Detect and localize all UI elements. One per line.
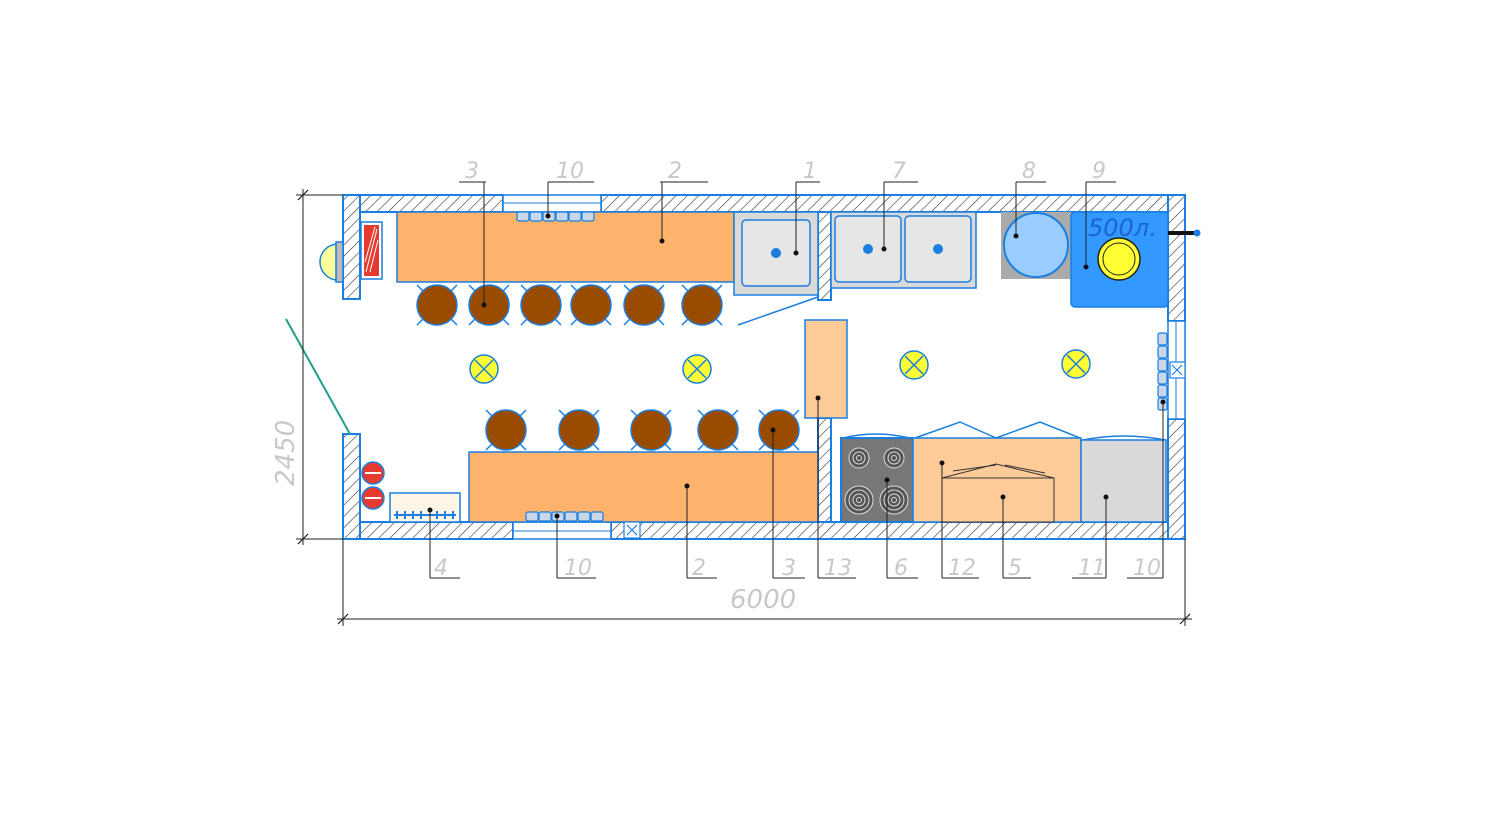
callout-label: 10 (556, 159, 584, 184)
callout-label: 9 (1092, 159, 1106, 184)
stools-bottom (485, 409, 800, 451)
stools-top (416, 284, 723, 326)
callout-label: 4 (434, 556, 448, 581)
callout-label: 7 (892, 159, 906, 184)
lamp-icons (469, 349, 1091, 384)
callout-label: 5 (1008, 556, 1022, 581)
height-label: 2450 (271, 420, 301, 486)
extinguisher-icon (361, 461, 385, 510)
leaders-bottom (429, 398, 1164, 579)
fan-icon (1169, 361, 1186, 379)
width-label: 6000 (730, 585, 796, 615)
radiator-icon (525, 511, 604, 522)
fan-icon (623, 521, 641, 539)
callout-label: 8 (1022, 159, 1036, 184)
partition-door-leaf[interactable] (737, 296, 819, 326)
radiator-4 (389, 492, 461, 523)
callout-label: 6 (894, 556, 908, 581)
counter-2-top (396, 211, 735, 283)
callout-label: 13 (824, 556, 852, 581)
stove-icon (840, 433, 914, 523)
tank-volume: 500л. (1088, 214, 1157, 242)
sink-icon (733, 211, 819, 296)
leader-dots-bottom (427, 395, 1166, 519)
callout-label: 2 (668, 159, 682, 184)
callout-label: 2 (692, 556, 706, 581)
prep-table-12 (912, 421, 1082, 523)
leader-dots-top (481, 213, 1089, 308)
dimension-height: 2450 (271, 189, 343, 545)
labels-top: 3 10 2 1 7 8 9 (465, 159, 1106, 184)
heater-icon (360, 221, 383, 280)
labels-bottom: 4 10 2 3 13 6 12 5 11 10 (434, 556, 1161, 581)
radiator-icon (1157, 332, 1168, 411)
leaders-top (459, 181, 1116, 305)
pipe-icon (1168, 229, 1201, 237)
water-tank-icon: 500л. (1070, 211, 1169, 308)
callout-label: 10 (564, 556, 592, 581)
radiator-icon (516, 211, 595, 222)
dimension-width: 6000 (337, 539, 1192, 626)
callout-label: 3 (465, 159, 479, 184)
table-13 (804, 319, 848, 419)
callout-label: 3 (782, 556, 796, 581)
fridge-11 (1080, 435, 1167, 523)
callout-label: 12 (948, 556, 976, 581)
sink-icon (830, 211, 977, 289)
callout-label: 1 (803, 159, 817, 184)
door-leaf[interactable] (285, 318, 351, 435)
light-fixture-icon (319, 241, 344, 283)
boiler-icon (1001, 212, 1071, 279)
callout-label: 10 (1133, 556, 1161, 581)
callout-label: 11 (1078, 556, 1106, 581)
counter-2-bottom (468, 451, 819, 523)
